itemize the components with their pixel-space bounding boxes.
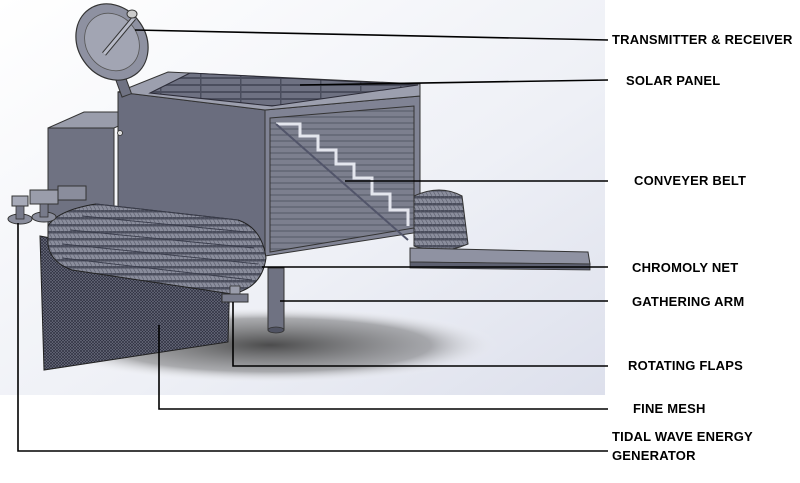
solar-panel bbox=[148, 72, 419, 107]
label-conveyer-belt: CONVEYER BELT bbox=[634, 173, 747, 188]
right-belt-drum bbox=[413, 189, 469, 251]
label-gathering-arm: GATHERING ARM bbox=[632, 294, 745, 309]
conveyer-steps bbox=[276, 122, 410, 226]
box-knob bbox=[117, 130, 123, 136]
label-transmitter-receiver: TRANSMITTER & RECEIVER bbox=[612, 32, 793, 47]
rotating-flaps bbox=[221, 293, 249, 303]
label-chromoly-net: CHROMOLY NET bbox=[632, 260, 739, 275]
label-rotating-flaps: ROTATING FLAPS bbox=[628, 358, 743, 373]
tidal-generator bbox=[7, 185, 87, 225]
conveyer-belt bbox=[269, 105, 415, 253]
label-fine-mesh: FINE MESH bbox=[633, 401, 706, 416]
leader-tidal-generator bbox=[17, 223, 608, 452]
gathering-arm-post bbox=[267, 267, 285, 331]
leader-solar-panel bbox=[299, 79, 609, 86]
leader-fine-mesh bbox=[158, 325, 608, 410]
chromoly-net bbox=[47, 203, 267, 295]
leader-transmitter bbox=[134, 29, 609, 41]
satellite-dish bbox=[75, 3, 149, 98]
leader-rotating-flaps bbox=[232, 302, 608, 367]
label-tidal-generator-line2: GENERATOR bbox=[612, 448, 696, 463]
leader-lines bbox=[17, 29, 609, 452]
label-tidal-generator-line1: TIDAL WAVE ENERGY bbox=[612, 429, 753, 444]
label-solar-panel: SOLAR PANEL bbox=[626, 73, 721, 88]
